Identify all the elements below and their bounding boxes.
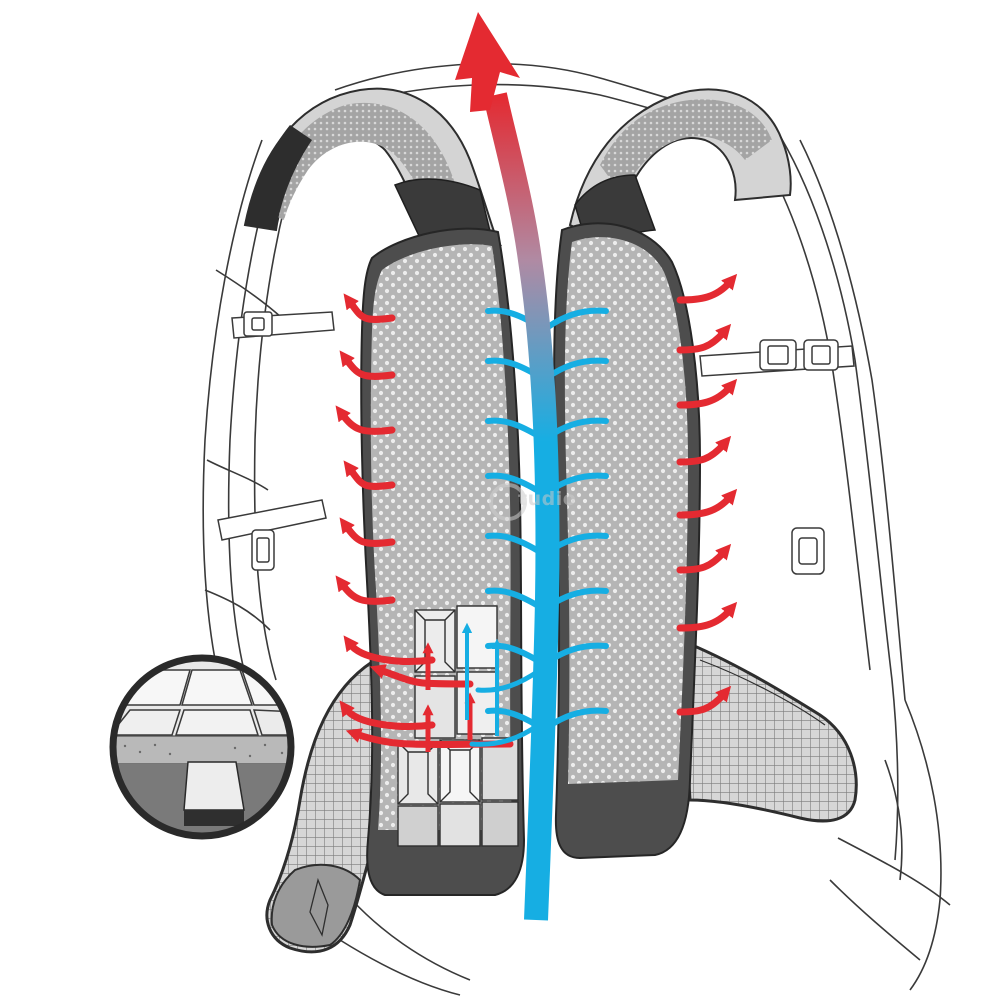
warm-air-arrow-left <box>343 635 436 665</box>
warm-air-arrow-left <box>339 517 396 547</box>
backpack-body-outline <box>202 62 951 996</box>
warm-air-arrow-right <box>676 685 732 716</box>
warm-air-arrow-right <box>676 488 738 519</box>
warm-air-arrow-right <box>676 543 732 574</box>
warm-air-arrow-left <box>335 575 396 605</box>
warm-air-arrow-left <box>343 460 396 490</box>
warm-air-arrow-right <box>676 378 738 409</box>
warm-air-arrow-left <box>339 700 436 730</box>
warm-air-arrow-right <box>676 323 732 354</box>
central-airflow-arrow <box>455 12 560 921</box>
cool-air-branch-left <box>485 532 543 555</box>
warm-air-arrow-left <box>335 405 396 435</box>
left-back-panel <box>360 227 526 896</box>
warm-air-arrows <box>335 273 738 752</box>
hip-belt-right <box>678 637 858 823</box>
warm-air-arrow-left <box>369 664 474 688</box>
warm-air-arrow-left <box>343 293 396 323</box>
right-compression-straps <box>699 339 855 575</box>
left-compression-straps <box>217 311 335 571</box>
warm-air-arrow-right <box>676 601 738 632</box>
warm-air-arrow-right <box>676 435 732 466</box>
warm-air-arrow-left <box>339 350 396 380</box>
foam-block-magnifier <box>109 654 295 840</box>
warm-air-arrow-right <box>676 273 738 304</box>
cool-air-branch-right <box>545 307 609 330</box>
